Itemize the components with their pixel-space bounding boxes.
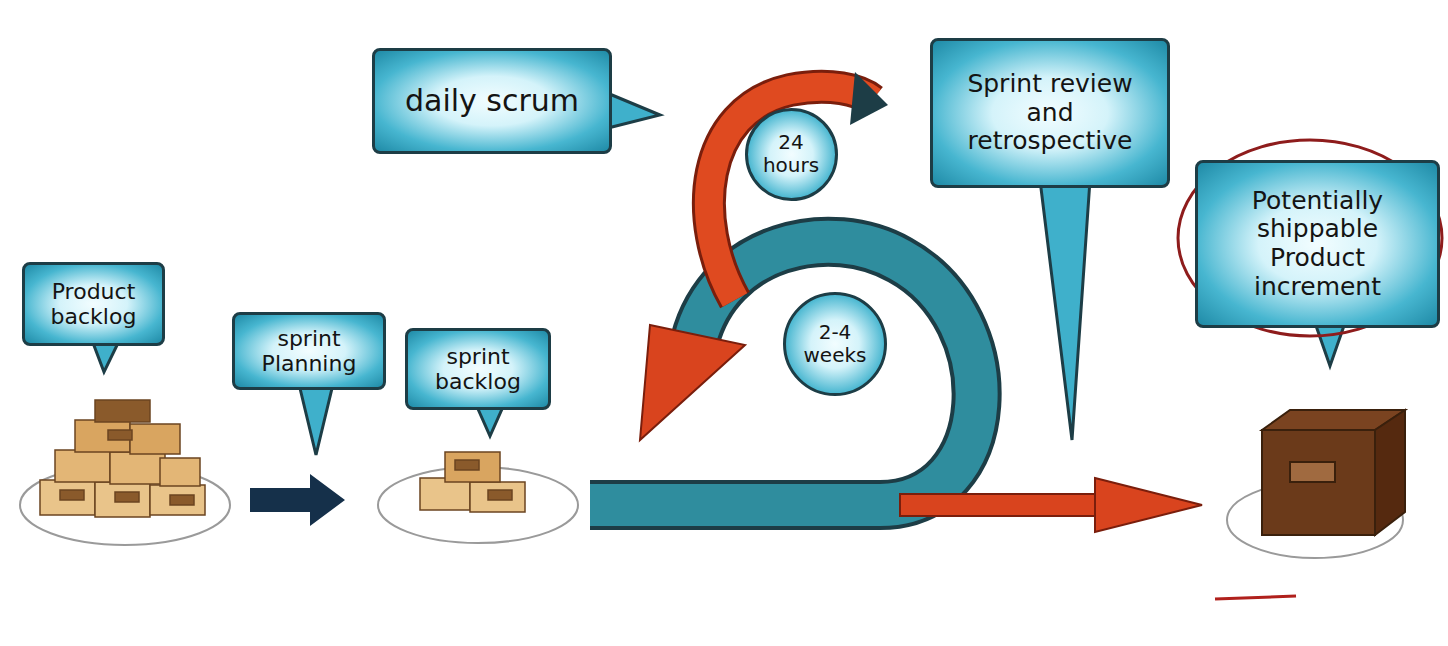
loop-arrowhead — [850, 72, 888, 125]
callout-bubble: Product backlog — [22, 262, 165, 346]
time-circle: 2-4 weeks — [783, 292, 887, 396]
node-label: Potentially shippable Product increment — [1210, 187, 1425, 302]
callout-bubble: sprint backlog — [405, 328, 551, 410]
exit-arrow — [900, 494, 1100, 516]
loop-arrowhead — [640, 325, 745, 440]
callout-bubble: sprint Planning — [232, 312, 386, 390]
daily-loop — [709, 87, 872, 300]
highlight-underline — [1215, 596, 1296, 599]
node-label: Sprint review and retrospective — [945, 70, 1155, 156]
exit-arrowhead — [1095, 478, 1202, 532]
node-label: 24 hours — [758, 131, 825, 177]
sprint-loop — [590, 242, 977, 505]
increment-box — [1262, 410, 1405, 535]
cake-stack — [420, 452, 525, 512]
daily-loop — [709, 87, 872, 300]
cake-stack — [40, 400, 205, 517]
bubble-tail — [298, 380, 334, 455]
node-label: 2-4 weeks — [796, 321, 874, 367]
callout-bubble: Sprint review and retrospective — [930, 38, 1170, 188]
sprint-loop — [590, 242, 977, 505]
highlight-ring — [1178, 140, 1442, 336]
flow-arrow — [250, 474, 345, 526]
node-label: Product backlog — [37, 279, 150, 330]
callout-bubble: daily scrum — [372, 48, 612, 154]
callout-bubble: Potentially shippable Product increment — [1195, 160, 1440, 328]
node-label: sprint Planning — [247, 326, 371, 377]
node-label: sprint backlog — [420, 344, 536, 395]
node-label: daily scrum — [405, 84, 579, 119]
bubble-tail — [1040, 180, 1090, 440]
time-circle: 24 hours — [745, 108, 838, 201]
